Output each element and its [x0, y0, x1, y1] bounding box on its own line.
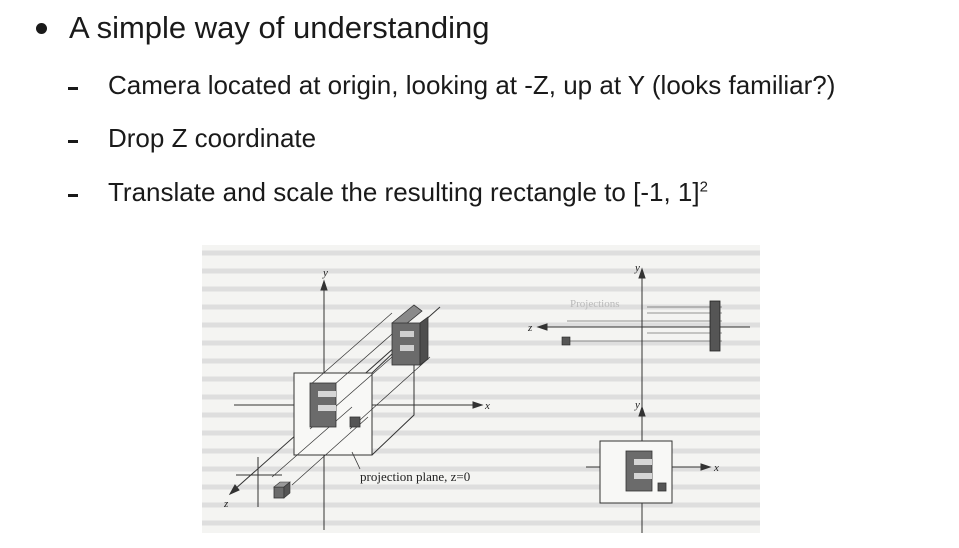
main-bullet: A simple way of understanding: [36, 8, 489, 48]
sub-bullet-2: Drop Z coordinate: [68, 121, 316, 155]
front-view-x-label: x: [713, 462, 719, 474]
ghost-heading: Projections: [570, 298, 620, 310]
front-view-y-label: y: [634, 399, 640, 411]
sub-bullet-1-text: Camera located at origin, looking at -Z,…: [108, 70, 836, 100]
bullet-dot-icon: [36, 22, 47, 34]
sub-bullet-3-text: Translate and scale the resulting rectan…: [108, 177, 700, 207]
side-view-cube: [561, 336, 571, 346]
object-3d-e: [391, 304, 429, 366]
side-view-e-object: [709, 300, 721, 352]
dash-icon: [68, 86, 78, 90]
main-bullet-text: A simple way of understanding: [69, 10, 490, 45]
small-cube: [273, 481, 291, 499]
dash-icon: [68, 139, 78, 143]
front-view-e: [625, 450, 667, 492]
projected-e: [309, 382, 361, 428]
left-y-label: y: [322, 267, 328, 279]
dash-icon: [68, 193, 78, 197]
sub-bullet-1: Camera located at origin, looking at -Z,…: [68, 68, 835, 102]
left-scene: [228, 279, 484, 530]
left-x-label: x: [484, 400, 490, 412]
sub-bullet-3: Translate and scale the resulting rectan…: [68, 175, 708, 209]
sub-bullet-2-text: Drop Z coordinate: [108, 123, 317, 153]
projection-figure: Projections: [202, 245, 760, 533]
side-view-z-label: z: [527, 322, 533, 334]
projection-diagram: Projections: [202, 250, 760, 533]
left-z-label: z: [223, 498, 229, 510]
plane-leader-line: [351, 451, 361, 470]
superscript-2: 2: [699, 178, 708, 196]
side-view-y-label: y: [634, 262, 640, 274]
projection-plane-label: projection plane, z=0: [360, 469, 470, 484]
